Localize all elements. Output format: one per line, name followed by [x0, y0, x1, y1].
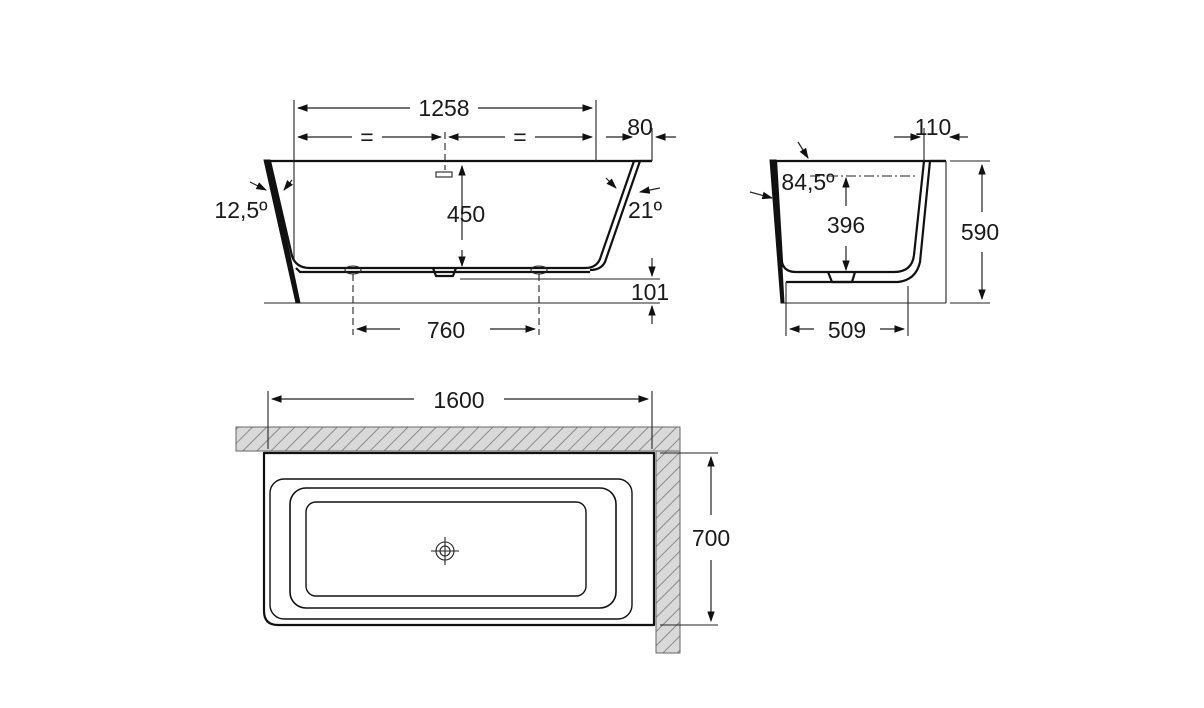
plan-width-label: 700 — [692, 525, 730, 551]
front-width-label: 1258 — [418, 95, 469, 121]
plan-drain-icon — [431, 537, 459, 565]
plan-bowl-inner — [305, 501, 587, 597]
front-left-angle-label: 12,5º — [214, 197, 268, 223]
plan-rim-inner — [269, 478, 633, 620]
plan-view: 1600 700 — [235, 387, 730, 654]
front-feet-height-label: 101 — [631, 279, 669, 305]
front-right-skin — [589, 159, 652, 272]
plan-side-wall — [655, 450, 681, 654]
front-base — [295, 267, 590, 274]
side-drain — [826, 271, 857, 284]
side-depth-label: 396 — [827, 212, 865, 238]
plan-back-wall — [235, 426, 681, 452]
front-overflow — [435, 171, 453, 178]
front-depth-label: 450 — [447, 201, 485, 227]
front-drain — [431, 267, 458, 278]
front-equal-left: = — [360, 124, 373, 150]
front-view: 1258 = = 80 450 12,5º 21º 101 — [214, 95, 676, 343]
side-height-label: 590 — [961, 219, 999, 245]
plan-length-label: 1600 — [433, 387, 484, 413]
front-left-wall — [263, 159, 301, 304]
plan-tub-outline — [262, 451, 656, 627]
front-feet-spacing-label: 760 — [427, 317, 465, 343]
side-view: 110 84,5º 396 590 509 — [749, 114, 999, 343]
side-base-label: 509 — [828, 317, 866, 343]
side-angle-label: 84,5º — [781, 169, 835, 195]
front-equal-right: = — [513, 124, 526, 150]
side-outer-skin — [786, 159, 946, 284]
front-right-angle-label: 21º — [628, 197, 663, 223]
side-tub-outline — [774, 160, 926, 274]
plan-bowl-outer — [289, 487, 617, 609]
side-overhang-label: 110 — [915, 114, 952, 140]
front-overhang-label: 80 — [627, 114, 653, 140]
